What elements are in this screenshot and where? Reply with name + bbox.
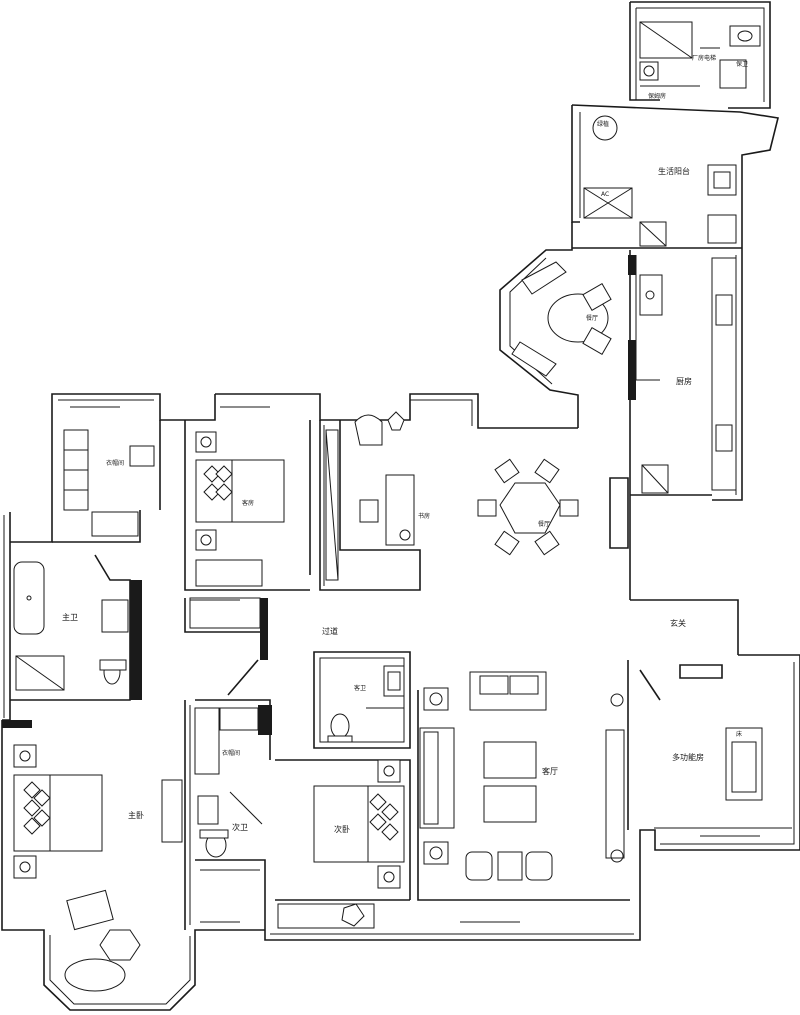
label-corridor: 过道 bbox=[322, 626, 338, 636]
label-walkin-closet-1: 衣帽间 bbox=[106, 459, 124, 467]
label-bed: 床 bbox=[736, 730, 742, 738]
nanny-room-fixtures bbox=[639, 21, 761, 89]
dining-room-furniture bbox=[511, 261, 612, 377]
label-second-wc: 次卫 bbox=[232, 822, 248, 832]
label-laundry: 厂房电梯 bbox=[692, 54, 716, 62]
label-master-bath: 主卫 bbox=[62, 612, 78, 622]
label-living-room: 客厅 bbox=[542, 766, 558, 776]
interior-walls bbox=[2, 247, 742, 930]
label-foyer: 玄关 bbox=[670, 618, 686, 628]
bedroom-3-furniture bbox=[189, 431, 285, 629]
label-kitchen: 厨房 bbox=[676, 376, 692, 386]
label-walkin-closet-2: 衣帽间 bbox=[222, 749, 240, 757]
closet-2-and-second-wc bbox=[194, 707, 263, 858]
label-ac: AC bbox=[601, 191, 609, 198]
label-multi-room: 多功能房 bbox=[672, 752, 704, 762]
room-labels: 保姆房 厂房电梯 保卫 绿植 生活阳台 AC 餐厅 厨房 书房 餐厅 衣帽间 客… bbox=[62, 54, 748, 834]
utility-balcony-fixtures bbox=[583, 115, 737, 247]
label-dining-table: 餐厅 bbox=[538, 520, 550, 528]
dining-table-furniture bbox=[477, 458, 579, 556]
label-plant: 绿植 bbox=[597, 120, 609, 128]
label-second-bedroom: 次卧 bbox=[334, 824, 350, 834]
living-room-furniture bbox=[419, 671, 625, 881]
master-bath-fixtures bbox=[13, 561, 129, 691]
guest-wc-fixtures bbox=[327, 665, 405, 743]
multi-room-furniture bbox=[654, 727, 792, 829]
label-maid-wc: 保卫 bbox=[736, 60, 748, 68]
label-study: 书房 bbox=[418, 512, 430, 520]
label-nanny-room: 保姆房 bbox=[648, 92, 666, 100]
label-master-bedroom: 主卧 bbox=[128, 810, 144, 820]
label-dining: 餐厅 bbox=[586, 314, 598, 322]
door-marks bbox=[70, 85, 760, 923]
study-furniture bbox=[325, 411, 415, 581]
label-guest-wc: 客卫 bbox=[354, 684, 366, 692]
walkin-closet-1-furniture bbox=[63, 429, 155, 537]
kitchen-fixtures bbox=[639, 257, 737, 494]
label-bedroom-3: 客房 bbox=[242, 499, 254, 507]
master-bedroom-furniture bbox=[13, 744, 183, 992]
second-bedroom-furniture bbox=[277, 759, 405, 929]
label-utility-balcony: 生活阳台 bbox=[658, 166, 690, 176]
